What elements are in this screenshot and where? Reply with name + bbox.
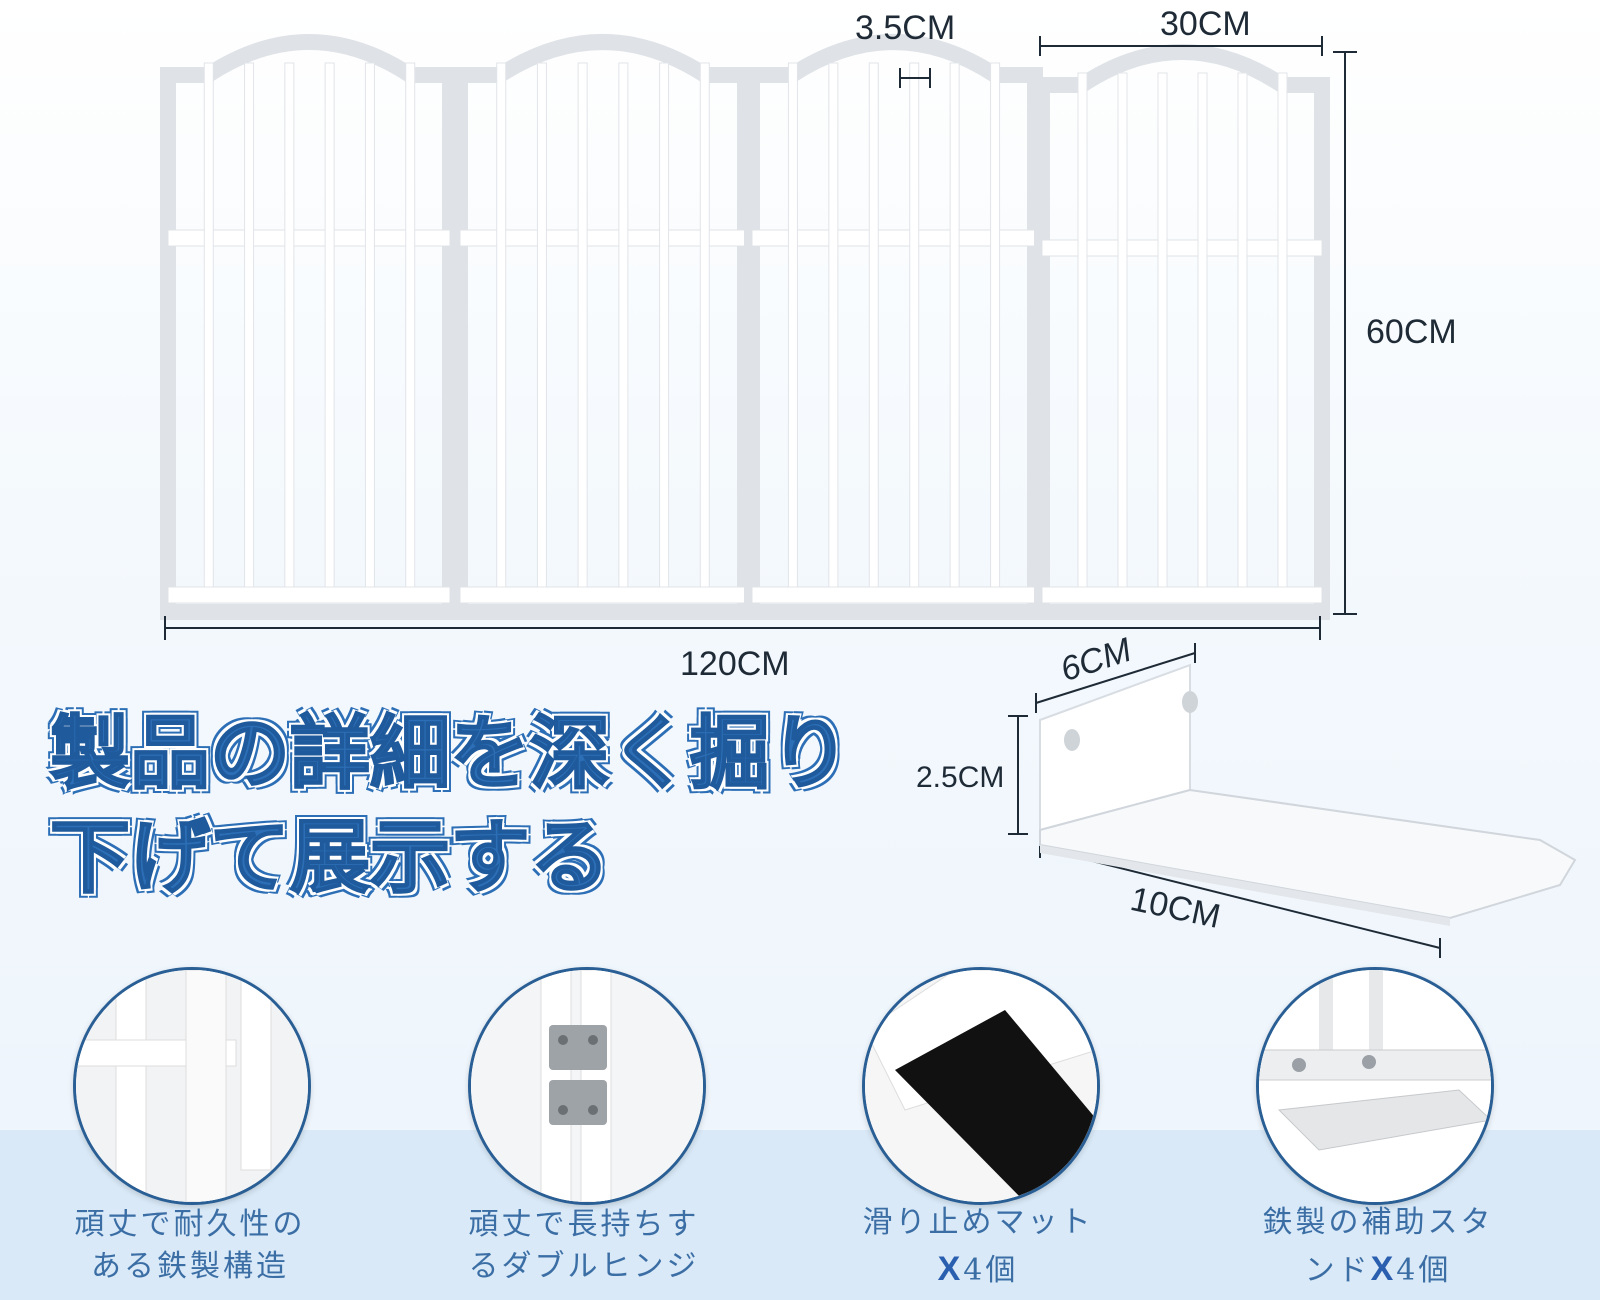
feature-3-count: 4個 bbox=[963, 1253, 1019, 1288]
fence-bar bbox=[1157, 72, 1168, 588]
anti-slip-pad-closeup-icon bbox=[862, 967, 1100, 1205]
fence-panel bbox=[160, 34, 458, 620]
cross-rail bbox=[1041, 239, 1323, 257]
feature-2-line-1: 頑丈で長持ちす bbox=[468, 1207, 700, 1242]
fence-bar bbox=[949, 62, 960, 588]
headline-line-2: 下げて展示する bbox=[49, 811, 611, 905]
panel-width-label: 30CM bbox=[1160, 5, 1251, 43]
feature-caption-1: 頑丈で耐久性の ある鉄製構造 bbox=[40, 1204, 340, 1288]
fence-bar bbox=[364, 62, 375, 588]
total-width-label: 120CM bbox=[680, 645, 790, 683]
fence-bar bbox=[699, 62, 710, 588]
fence-bar bbox=[324, 62, 335, 588]
feature-1-line-1: 頑丈で耐久性の bbox=[74, 1207, 306, 1242]
fence-bar bbox=[868, 62, 879, 588]
fence-bar bbox=[536, 62, 547, 588]
fence-panel bbox=[1034, 44, 1330, 620]
fence-bar bbox=[787, 62, 798, 588]
feature-caption-3: 滑り止めマット X4個 bbox=[828, 1202, 1128, 1290]
stand-height-label: 2.5CM bbox=[916, 761, 1005, 794]
fence-bar bbox=[577, 62, 588, 588]
fence-bar bbox=[1117, 72, 1128, 588]
fence-bar bbox=[990, 62, 1001, 588]
fence-bar bbox=[1277, 72, 1288, 588]
support-stand-closeup-icon bbox=[1256, 967, 1494, 1205]
fence-bar bbox=[1237, 72, 1248, 588]
bottom-rail bbox=[167, 586, 451, 604]
hinge-closeup-icon bbox=[468, 967, 706, 1205]
feature-2-line-2: るダブルヒンジ bbox=[468, 1249, 700, 1284]
fence-bar bbox=[828, 62, 839, 588]
height-label: 60CM bbox=[1366, 313, 1457, 351]
feature-4-line-1: 鉄製の補助スタ bbox=[1262, 1205, 1494, 1240]
fence-panel bbox=[744, 34, 1043, 620]
feature-3-x: X bbox=[937, 1250, 964, 1288]
bottom-rail bbox=[1041, 586, 1323, 604]
fence-bar bbox=[659, 62, 670, 588]
feature-4-prefix: ンド bbox=[1304, 1253, 1371, 1288]
fence-corner-closeup-icon bbox=[73, 967, 311, 1205]
dimension-lines bbox=[164, 36, 1441, 958]
feature-caption-4: 鉄製の補助スタ ンドX4個 bbox=[1228, 1202, 1528, 1290]
fence-illustration bbox=[160, 34, 1330, 620]
fence-bar bbox=[405, 62, 416, 588]
headline-line-1: 製品の詳細を深く掘り bbox=[49, 707, 851, 801]
feature-3-line-1: 滑り止めマット bbox=[862, 1205, 1094, 1240]
bar-width-label: 3.5CM bbox=[855, 9, 956, 47]
fence-bar bbox=[203, 62, 214, 588]
feature-caption-2: 頑丈で長持ちす るダブルヒンジ bbox=[434, 1204, 734, 1288]
fence-bar bbox=[284, 62, 295, 588]
cross-rail bbox=[167, 229, 451, 247]
fence-bar bbox=[496, 62, 507, 588]
fence-bar bbox=[1197, 72, 1208, 588]
support-stand-illustration bbox=[1039, 663, 1577, 926]
feature-4-x: X bbox=[1370, 1250, 1397, 1288]
feature-4-count: 4個 bbox=[1396, 1253, 1452, 1288]
feature-1-line-2: ある鉄製構造 bbox=[91, 1249, 289, 1284]
fence-bar bbox=[909, 62, 920, 588]
fence-bar bbox=[618, 62, 629, 588]
fence-panel bbox=[452, 34, 753, 620]
fence-bar bbox=[1077, 72, 1088, 588]
fence-bar bbox=[244, 62, 255, 588]
